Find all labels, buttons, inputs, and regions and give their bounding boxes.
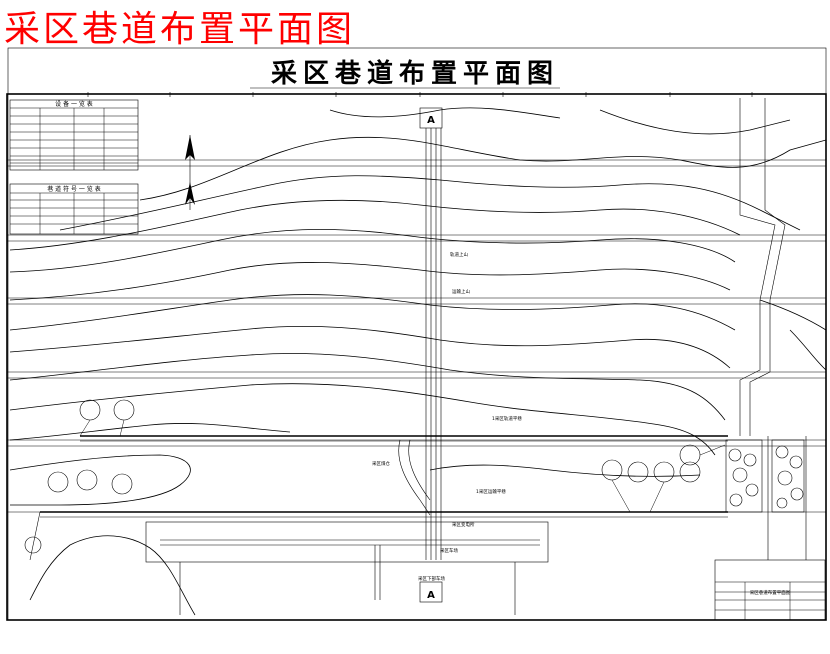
frame-border: [6, 93, 827, 621]
drawing-title: 采区巷道布置平面图: [271, 58, 559, 89]
title-block: [714, 559, 826, 621]
inclines: [419, 107, 443, 603]
track-gate-label: 1采区轨道平巷: [492, 415, 522, 422]
overlay-title: 采区巷道布置平面图: [4, 9, 356, 50]
haulage-roadways: [29, 435, 728, 615]
north-arrow-icon: [185, 135, 195, 210]
conveyor-gate-label: 1采区运输平巷: [476, 488, 506, 495]
track-incline-label: 轨道上山: [450, 251, 468, 258]
equipment-legend-title: 设 备 一 览 表: [55, 100, 93, 108]
equipment-legend: [9, 99, 139, 171]
coal-bunker-label: 采区煤仓: [372, 460, 390, 467]
section-mark-top: A: [427, 115, 435, 126]
symbol-legend-title: 巷 道 符 号 一 览 表: [47, 185, 100, 193]
symbol-legend: [9, 183, 139, 235]
lower-station-label: 采区下部车场: [418, 575, 445, 582]
detail-callouts: [24, 399, 726, 554]
title-block-label: 采区巷道布置平面图: [750, 589, 791, 596]
boundary-roadway: [739, 98, 807, 560]
frame-ticks: [87, 92, 753, 97]
station-label: 采区车场: [440, 547, 458, 554]
gob-area: [725, 439, 805, 513]
conveyor-incline-label: 运输上山: [452, 288, 470, 295]
contour-lines: [9, 107, 827, 616]
section-mark-bottom: A: [427, 590, 435, 601]
substation-label: 采区变电所: [452, 521, 475, 528]
